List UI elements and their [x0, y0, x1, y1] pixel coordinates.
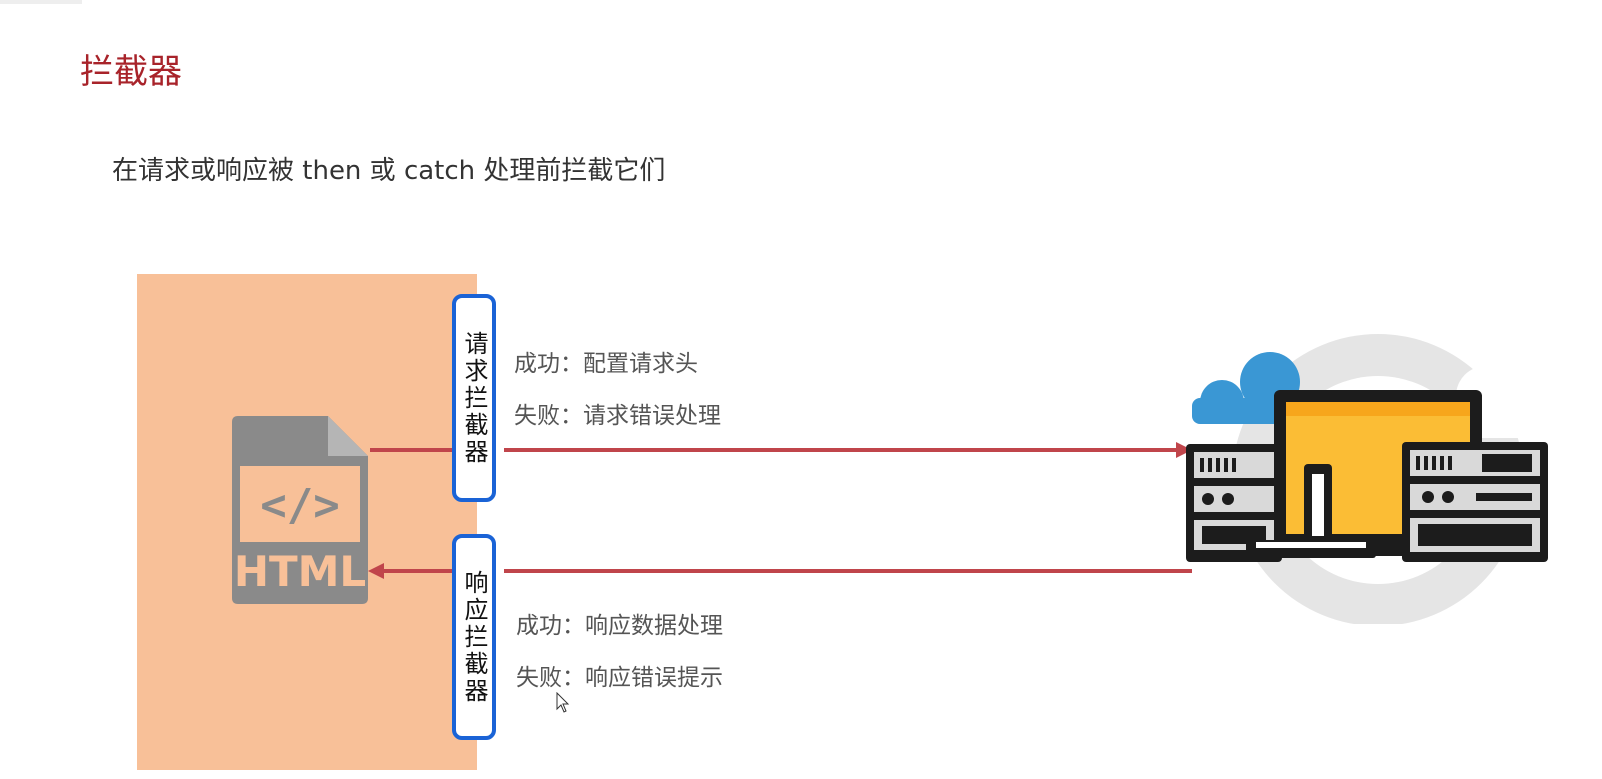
request-success-note: 成功：配置请求头 [514, 344, 698, 378]
slide-subtitle: 在请求或响应被 then 或 catch 处理前拦截它们 [112, 150, 665, 187]
response-interceptor-box: 响应拦截器 [452, 534, 496, 740]
request-interceptor-label: 请求拦截器 [460, 331, 488, 466]
request-interceptor-box: 请求拦截器 [452, 294, 496, 502]
mouse-cursor-icon [556, 692, 570, 714]
slide-title: 拦截器 [80, 44, 182, 93]
corner-mark [0, 0, 82, 4]
response-success-note: 成功：响应数据处理 [516, 606, 723, 640]
html-file-icon: </> HTML [232, 416, 368, 604]
response-interceptor-label: 响应拦截器 [460, 570, 488, 705]
server-icon [1186, 334, 1566, 624]
request-failure-note: 失败：请求错误处理 [514, 396, 721, 430]
html-label: HTML [234, 547, 366, 596]
code-glyph: </> [260, 480, 339, 531]
response-failure-note: 失败：响应错误提示 [516, 658, 723, 692]
